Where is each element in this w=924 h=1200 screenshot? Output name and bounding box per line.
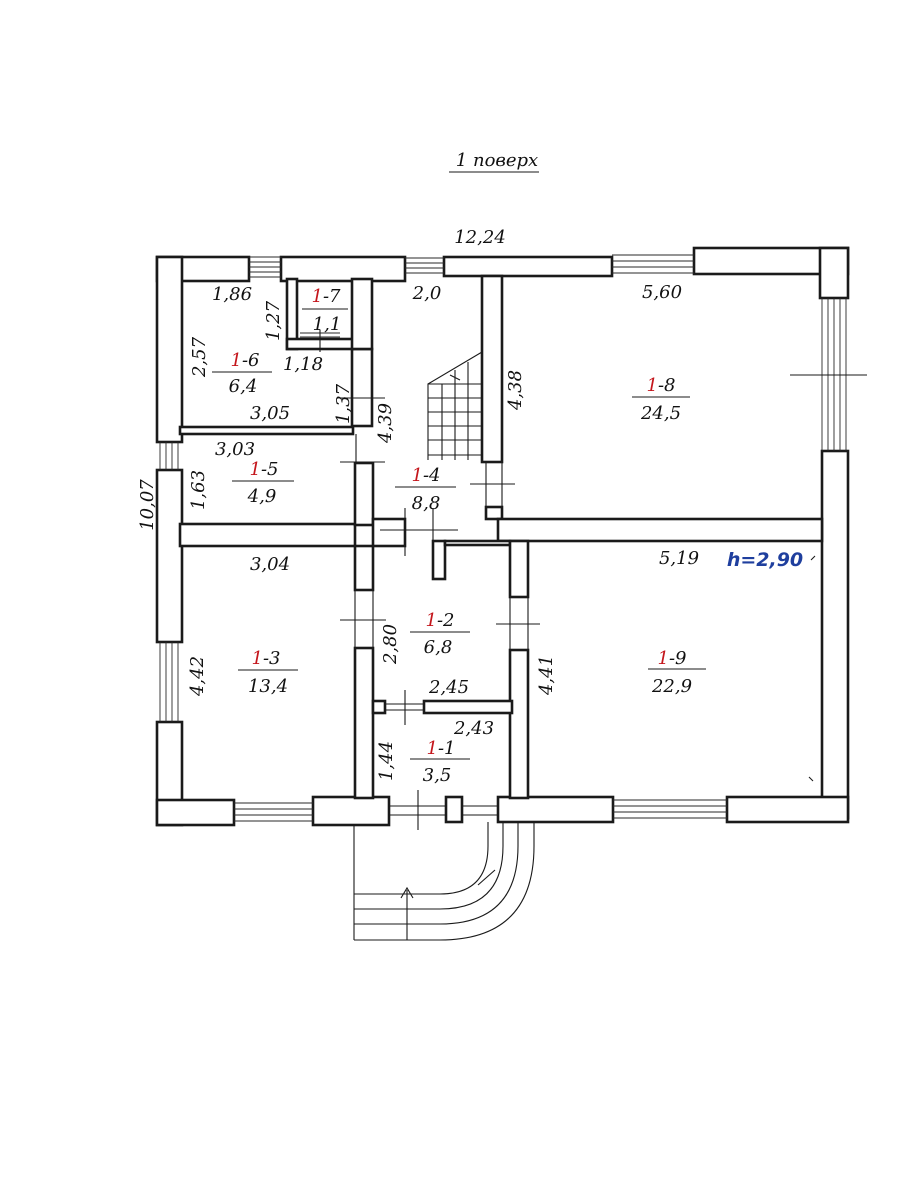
svg-text:24,5: 24,5 [640,403,681,424]
ceiling-height-note: h=2,90 [727,549,803,571]
svg-text:1,37: 1,37 [333,383,354,424]
svg-text:1-7: 1-7 [312,286,342,307]
overall-width: 12,24 [454,227,506,248]
svg-text:4,41: 4,41 [536,655,557,696]
room-labels: 1-6 6,4 1-7 1,1 1-5 4,9 1-4 8,8 1-8 24,5 [212,286,706,786]
svg-text:1,27: 1,27 [263,300,284,341]
svg-text:5,60: 5,60 [642,282,682,303]
svg-text:2,57: 2,57 [189,336,210,378]
svg-text:1,86: 1,86 [212,284,252,305]
room-label-1-2: 1-2 6,8 [410,610,470,658]
plan-title: 1 поверх [456,150,538,171]
svg-text:3,5: 3,5 [423,765,452,786]
room-label-1-9: 1-9 22,9 [648,648,706,697]
svg-text:1,44: 1,44 [376,741,397,781]
entrance-steps [353,822,535,941]
svg-text:1-4: 1-4 [412,465,441,486]
room-label-1-8: 1-8 24,5 [632,375,690,424]
interior-walls [178,274,824,800]
svg-text:3,04: 3,04 [250,554,290,575]
svg-text:2,43: 2,43 [453,718,494,739]
tick-mark [808,776,814,782]
svg-text:1-6: 1-6 [231,350,260,371]
room-label-1-7: 1-7 1,1 [302,286,348,335]
outer-walls [155,246,850,827]
svg-text:1-9: 1-9 [658,648,687,669]
svg-text:6,4: 6,4 [229,376,258,397]
svg-text:8,8: 8,8 [412,493,441,514]
room-label-1-4: 1-4 8,8 [395,465,456,514]
svg-text:4,42: 4,42 [187,656,208,697]
svg-text:1-2: 1-2 [426,610,455,631]
room-label-1-6: 1-6 6,4 [212,350,272,397]
svg-text:1,63: 1,63 [188,470,209,510]
svg-text:5,19: 5,19 [659,548,699,569]
door-markers [319,330,867,830]
dimension-labels: 12,24 10,07 1,86 1,27 2,57 1,18 3,05 1,3… [137,227,803,781]
svg-text:3,03: 3,03 [215,439,255,460]
svg-text:2,45: 2,45 [428,677,469,698]
svg-text:4,39: 4,39 [375,403,396,444]
svg-text:1-5: 1-5 [250,459,279,480]
svg-text:1,1: 1,1 [313,314,342,335]
svg-text:22,9: 22,9 [651,676,692,697]
svg-text:2,0: 2,0 [412,283,442,304]
svg-text:1-8: 1-8 [647,375,676,396]
overall-depth: 10,07 [137,479,158,531]
svg-text:13,4: 13,4 [248,676,288,697]
svg-text:4,9: 4,9 [247,486,277,507]
svg-text:1-1: 1-1 [427,738,456,759]
svg-text:1-3: 1-3 [252,648,281,669]
room-label-1-5: 1-5 4,9 [232,459,294,507]
svg-text:1,18: 1,18 [283,354,323,375]
svg-text:6,8: 6,8 [424,637,453,658]
svg-text:2,80: 2,80 [380,624,401,665]
svg-text:4,38: 4,38 [505,370,526,411]
room-label-1-3: 1-3 13,4 [238,648,298,697]
svg-text:3,05: 3,05 [250,403,290,424]
room-label-1-1: 1-1 3,5 [410,738,470,786]
interior-stairs [427,351,483,460]
tick-mark [810,555,816,561]
